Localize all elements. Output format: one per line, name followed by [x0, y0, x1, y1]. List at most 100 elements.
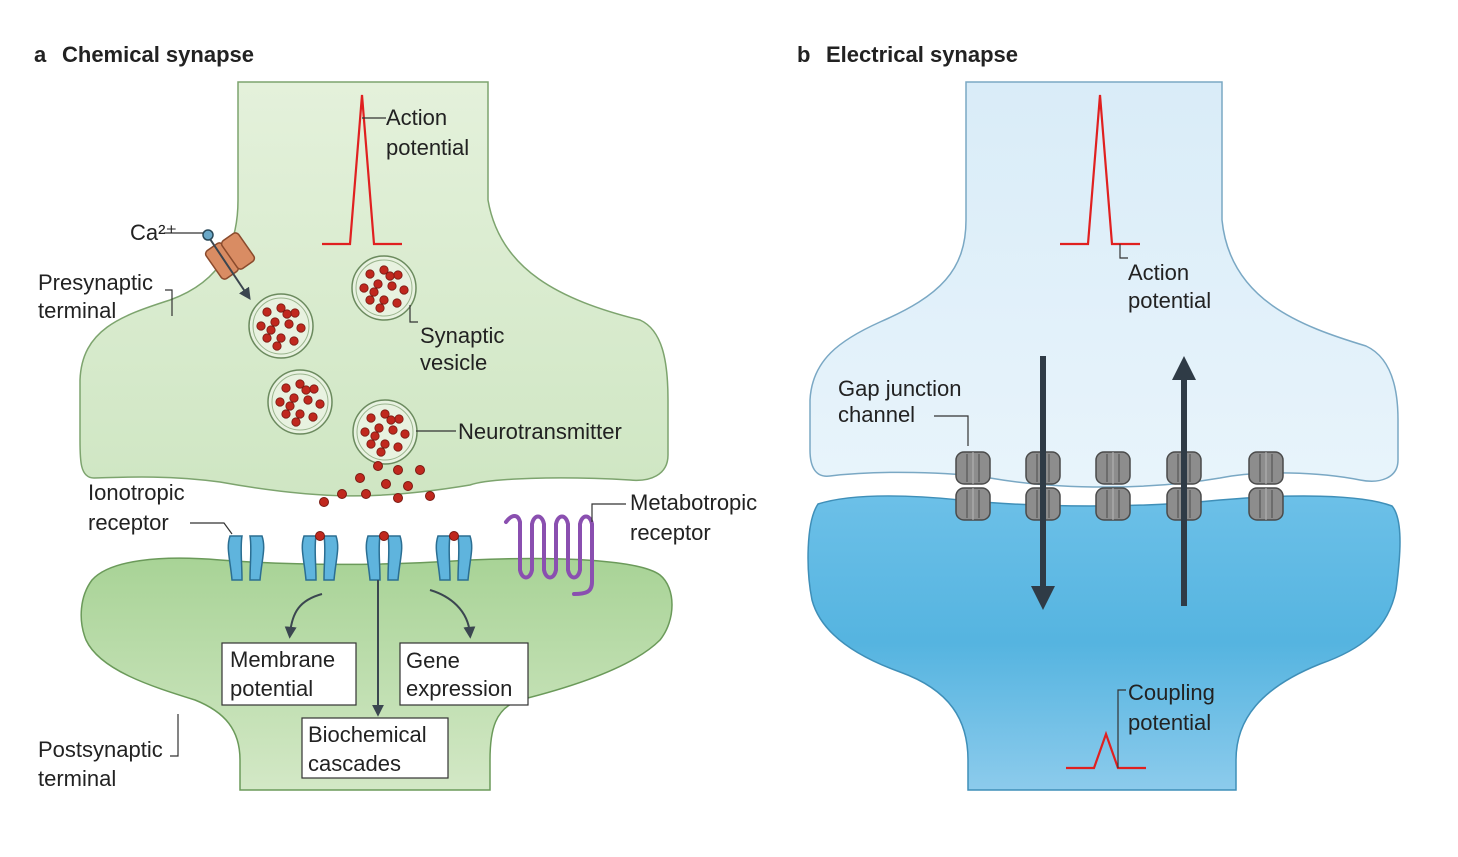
vesicle-neurotransmitter-dot	[375, 303, 385, 313]
biochemical-cascades-label-line2: cascades	[308, 751, 401, 776]
ionotropic-label-line1: Ionotropic	[88, 480, 185, 505]
vesicle-neurotransmitter-dot	[276, 303, 286, 313]
vesicle-neurotransmitter-dot	[262, 307, 272, 317]
vesicle-neurotransmitter-dot	[379, 295, 389, 305]
vesicle-neurotransmitter-dot	[276, 333, 286, 343]
vesicle-neurotransmitter-dot	[275, 397, 285, 407]
action-potential-spike-a	[322, 94, 402, 246]
vesicle-neurotransmitter-dot	[285, 401, 295, 411]
gap-junction-channel-1	[955, 451, 991, 521]
vesicle-neurotransmitter-dot	[301, 385, 311, 395]
coupling-potential-spike	[1066, 730, 1146, 770]
coupling-potential-label-line2: potential	[1128, 710, 1211, 735]
vesicle-neurotransmitter-dot	[281, 383, 291, 393]
vesicle-neurotransmitter-dot	[270, 317, 280, 327]
vesicle-neurotransmitter-dot	[291, 417, 301, 427]
membrane-potential-label-line1: Membrane	[230, 647, 335, 672]
vesicle-neurotransmitter-dot	[374, 423, 384, 433]
vesicle-neurotransmitter-dot	[370, 431, 380, 441]
vesicle-neurotransmitter-dot	[373, 279, 383, 289]
synaptic-vesicle-label-line2: vesicle	[420, 350, 487, 375]
vesicle-neurotransmitter-dot	[369, 287, 379, 297]
vesicle-neurotransmitter-dot	[394, 414, 404, 424]
vesicle-neurotransmitter-dot	[282, 309, 292, 319]
vesicle-neurotransmitter-dot	[393, 270, 403, 280]
gene-expression-label-line1: Gene	[406, 648, 460, 673]
vesicle-neurotransmitter-dot	[308, 412, 318, 422]
vesicle-neurotransmitter-dot	[392, 298, 402, 308]
vesicle-neurotransmitter-dot	[266, 325, 276, 335]
panel-a-title: Chemical synapse	[62, 42, 254, 67]
membrane-potential-box	[221, 642, 357, 706]
vesicle-neurotransmitter-dot	[387, 281, 397, 291]
vesicle-neurotransmitter-dot	[360, 427, 370, 437]
arrow-to-gene-expression	[429, 589, 476, 639]
coupling-potential-label-line1: Coupling	[1128, 680, 1215, 705]
vesicle-neurotransmitter-dot	[380, 409, 390, 419]
vesicle-neurotransmitter-dot	[256, 321, 266, 331]
postsynaptic-label-line1: Postsynaptic	[38, 737, 163, 762]
vesicle-neurotransmitter-dot	[290, 308, 300, 318]
vesicle-neurotransmitter-dot	[289, 393, 299, 403]
gap-junction-label-line1: Gap junction	[838, 376, 962, 401]
vesicle-neurotransmitter-dot	[309, 384, 319, 394]
ionotropic-label-line2: receptor	[88, 510, 169, 535]
vesicle-neurotransmitter-dot	[315, 399, 325, 409]
synaptic-vesicle-label-line1: Synaptic	[420, 323, 504, 348]
vesicle-neurotransmitter-dot	[365, 295, 375, 305]
vesicle-neurotransmitter-dot	[366, 413, 376, 423]
vesicle-neurotransmitter-dot	[284, 319, 294, 329]
neurotransmitter-label: Neurotransmitter	[458, 419, 622, 444]
calcium-entry-arrow	[207, 235, 251, 300]
action-potential-label-b-line1: Action	[1128, 260, 1189, 285]
vesicle-neurotransmitter-dot	[400, 429, 410, 439]
vesicle-neurotransmitter-dot	[365, 269, 375, 279]
biochemical-cascades-label-line1: Biochemical	[308, 722, 427, 747]
vesicle-neurotransmitter-dot	[289, 336, 299, 346]
electrical-postsynaptic-shape	[807, 495, 1401, 791]
gene-expression-label-line2: expression	[406, 676, 512, 701]
metabotropic-label-line1: Metabotropic	[630, 490, 757, 515]
vesicle-neurotransmitter-dot	[295, 379, 305, 389]
vesicle-neurotransmitter-dot	[295, 409, 305, 419]
vesicle-neurotransmitter-dot	[262, 333, 272, 343]
vesicle-neurotransmitter-dot	[296, 323, 306, 333]
vesicle-1	[351, 255, 417, 321]
vesicle-4	[352, 399, 418, 465]
vesicle-neurotransmitter-dot	[272, 341, 282, 351]
vesicle-neurotransmitter-dot	[386, 415, 396, 425]
metabotropic-receptor	[504, 514, 594, 596]
action-potential-label-a-line2: potential	[386, 135, 469, 160]
vesicle-neurotransmitter-dot	[366, 439, 376, 449]
presynaptic-label-line2: terminal	[38, 298, 116, 323]
vesicle-neurotransmitter-dot	[393, 442, 403, 452]
action-potential-label-b-line2: potential	[1128, 288, 1211, 313]
vesicle-neurotransmitter-dot	[380, 439, 390, 449]
presynaptic-label-line1: Presynaptic	[38, 270, 153, 295]
calcium-label: Ca²⁺	[130, 220, 177, 245]
gap-junction-channel-5	[1248, 451, 1284, 521]
membrane-potential-label-line2: potential	[230, 676, 313, 701]
vesicle-neurotransmitter-dot	[281, 409, 291, 419]
action-potential-spike-b	[1060, 94, 1140, 246]
vesicle-2	[248, 293, 314, 359]
action-potential-label-a-line1: Action	[386, 105, 447, 130]
metabotropic-label-line2: receptor	[630, 520, 711, 545]
vesicle-neurotransmitter-dot	[399, 285, 409, 295]
panel-b-letter: b	[797, 42, 810, 67]
electrical-presynaptic-shape	[809, 81, 1399, 488]
gene-expression-box	[399, 642, 529, 706]
released-neurotransmitters	[319, 461, 435, 507]
calcium-ion	[202, 229, 214, 241]
vesicle-neurotransmitter-dot	[303, 395, 313, 405]
panel-b-title: Electrical synapse	[826, 42, 1018, 67]
gap-junction-label-line2: channel	[838, 402, 915, 427]
vesicle-3	[267, 369, 333, 435]
vesicle-neurotransmitter-dot	[388, 425, 398, 435]
biochemical-cascades-box	[301, 717, 449, 779]
postsynaptic-label-line2: terminal	[38, 766, 116, 791]
vesicle-neurotransmitter-dot	[385, 271, 395, 281]
bound-neurotransmitters	[315, 531, 459, 541]
arrow-to-membrane-potential	[284, 593, 323, 639]
